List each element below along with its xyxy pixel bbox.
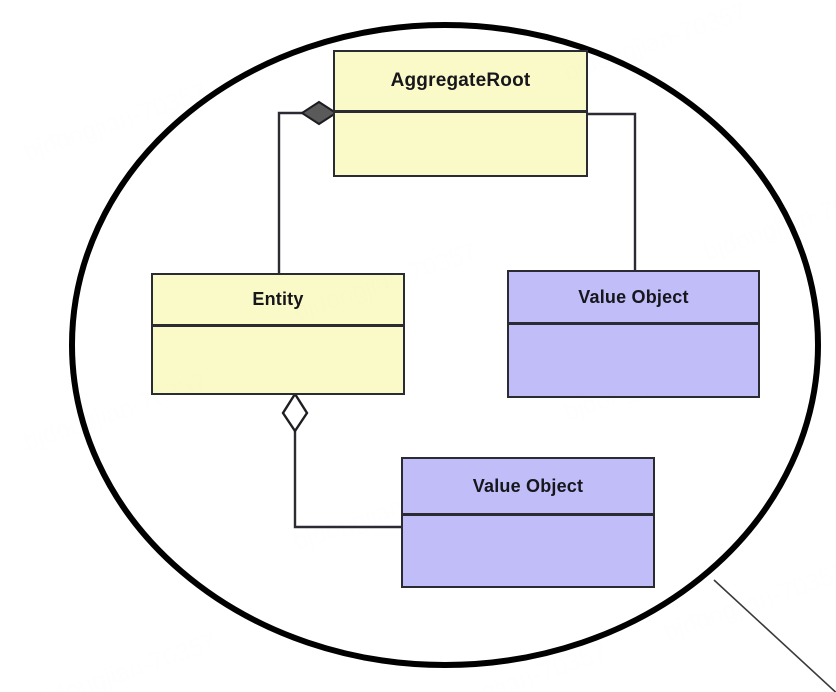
connector-aggregateroot-valueobject-right bbox=[588, 112, 637, 272]
uml-class-valueobject-bottom-body bbox=[403, 516, 653, 586]
aggregation-diamond-icon bbox=[281, 391, 309, 434]
uml-class-aggregateroot[interactable]: AggregateRoot bbox=[333, 50, 588, 177]
uml-class-entity-title: Entity bbox=[153, 275, 403, 327]
uml-class-valueobject-bottom[interactable]: Value Object bbox=[401, 457, 655, 588]
uml-class-entity-body bbox=[153, 327, 403, 393]
connector-entity-valueobject-bottom bbox=[293, 428, 403, 529]
uml-class-valueobject-right-title: Value Object bbox=[509, 272, 758, 325]
uml-class-aggregateroot-body bbox=[335, 113, 586, 175]
boundary-callout-line bbox=[713, 579, 836, 692]
connector-aggregateroot-entity bbox=[277, 111, 333, 275]
aggregate-boundary-ellipse bbox=[69, 22, 821, 668]
uml-class-valueobject-right-body bbox=[509, 325, 758, 396]
uml-class-valueobject-right[interactable]: Value Object bbox=[507, 270, 760, 398]
composition-diamond-icon bbox=[300, 100, 338, 126]
uml-class-aggregateroot-title: AggregateRoot bbox=[335, 52, 586, 113]
uml-class-entity[interactable]: Entity bbox=[151, 273, 405, 395]
uml-class-valueobject-bottom-title: Value Object bbox=[403, 459, 653, 516]
